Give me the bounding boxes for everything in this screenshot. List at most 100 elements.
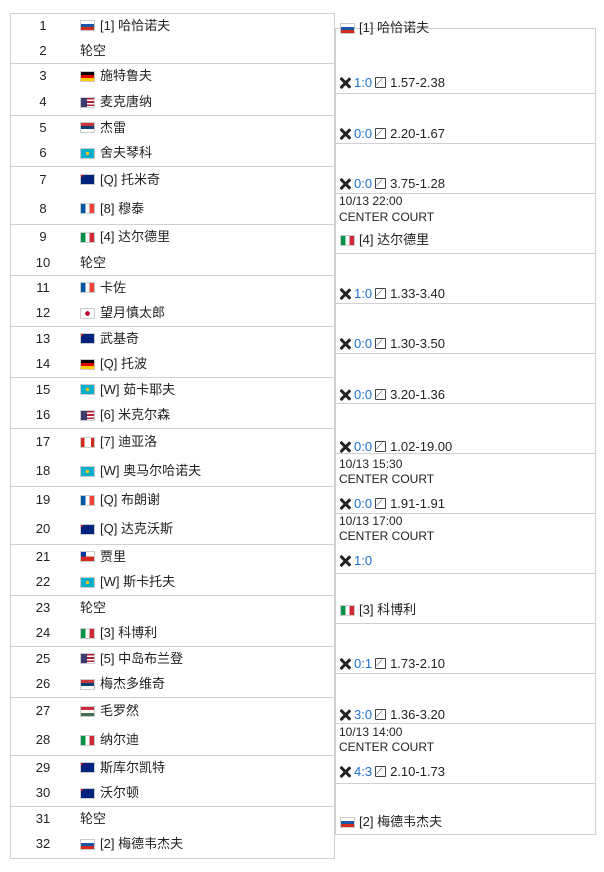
player-name[interactable]: 贾里 <box>100 548 127 564</box>
player-name[interactable]: 轮空 <box>80 599 107 615</box>
winner-name[interactable]: [2] 梅德韦杰夫 <box>359 814 443 829</box>
player-name[interactable]: [1] 哈恰诺夫 <box>100 17 171 33</box>
match-box <box>10 806 335 859</box>
match-box <box>10 595 335 648</box>
player-name[interactable]: 轮空 <box>80 254 107 270</box>
player-name[interactable]: [7] 迪亚洛 <box>100 434 158 449</box>
player-name[interactable]: [2] 梅德韦杰夫 <box>100 836 184 851</box>
flag-icon-can <box>80 436 95 448</box>
player-name[interactable]: 毛罗然 <box>100 703 140 718</box>
match-datetime: 10/13 15:30 <box>339 457 403 471</box>
crossed-rackets-icon[interactable] <box>339 555 351 567</box>
player-name[interactable]: [W] 奥马尔哈诺夫 <box>100 463 202 478</box>
match-odds: 1.33-3.40 <box>390 286 446 301</box>
player-name[interactable]: [W] 斯卡托夫 <box>100 574 176 589</box>
crossed-rackets-icon[interactable] <box>339 389 351 401</box>
player-name[interactable]: 杰雷 <box>100 119 127 135</box>
match-score[interactable]: 1:0 <box>354 286 373 301</box>
next-round-box <box>335 193 596 255</box>
crossed-rackets-icon[interactable] <box>339 658 351 670</box>
winner-name[interactable]: [1] 哈恰诺夫 <box>359 20 430 35</box>
crossed-rackets-icon[interactable] <box>339 128 351 140</box>
next-round-box <box>335 573 596 625</box>
match-score[interactable]: 0:0 <box>354 496 373 511</box>
player-number: 15 <box>35 381 51 397</box>
match-score[interactable]: 0:0 <box>354 387 373 402</box>
player-number: 1 <box>39 17 47 33</box>
crossed-rackets-icon[interactable] <box>339 766 351 778</box>
player-number: 16 <box>35 407 51 422</box>
player-number: 28 <box>35 732 51 747</box>
match-odds: 1.73-2.10 <box>390 656 446 671</box>
player-number: 31 <box>35 810 51 826</box>
player-name[interactable]: 斯库尔凯特 <box>100 759 166 775</box>
player-number: 4 <box>39 94 47 109</box>
odds-chart-icon[interactable] <box>375 438 387 454</box>
odds-chart-icon[interactable] <box>375 386 387 402</box>
match-score-line: 3:01.36-3.20 <box>339 706 445 723</box>
odds-chart-icon[interactable] <box>375 175 387 191</box>
match-score[interactable]: 1:0 <box>354 75 373 90</box>
player-number: 11 <box>36 279 50 295</box>
player-name[interactable]: 轮空 <box>80 810 107 826</box>
match-score[interactable]: 0:0 <box>354 176 373 191</box>
match-score[interactable]: 0:1 <box>354 656 373 671</box>
player-name[interactable]: [Q] 托米奇 <box>100 171 160 187</box>
player-name[interactable]: [W] 茹卡耶夫 <box>100 381 176 397</box>
odds-chart-icon[interactable] <box>375 706 387 722</box>
match-box <box>10 646 335 699</box>
crossed-rackets-icon[interactable] <box>339 178 351 190</box>
player-name[interactable]: [3] 科博利 <box>100 625 158 640</box>
player-name[interactable]: 沃尔顿 <box>100 785 140 800</box>
crossed-rackets-icon[interactable] <box>339 77 351 89</box>
match-score[interactable]: 1:0 <box>354 553 373 568</box>
match-score-line: 0:03.75-1.28 <box>339 175 445 192</box>
match-score[interactable]: 0:0 <box>354 439 373 454</box>
player-name[interactable]: [Q] 托波 <box>100 356 147 371</box>
match-box <box>10 755 335 808</box>
match-box <box>10 428 335 488</box>
match-score[interactable]: 0:0 <box>354 336 373 351</box>
player-number: 19 <box>35 492 51 507</box>
odds-chart-icon[interactable] <box>375 285 387 301</box>
player-name[interactable]: 武基奇 <box>100 330 140 346</box>
flag-icon-ita <box>80 627 95 639</box>
crossed-rackets-icon[interactable] <box>339 288 351 300</box>
player-name[interactable]: 麦克唐纳 <box>100 94 153 109</box>
player-name[interactable]: [Q] 达克沃斯 <box>100 521 173 536</box>
crossed-rackets-icon[interactable] <box>339 709 351 721</box>
player-number: 25 <box>35 650 51 666</box>
winner-name[interactable]: [4] 达尔德里 <box>359 232 430 247</box>
crossed-rackets-icon[interactable] <box>339 441 351 453</box>
player-name[interactable]: 轮空 <box>80 42 107 58</box>
player-number: 30 <box>35 785 51 800</box>
crossed-rackets-icon[interactable] <box>339 338 351 350</box>
player-name[interactable]: [4] 达尔德里 <box>100 229 171 244</box>
player-name[interactable]: 望月慎太郎 <box>100 305 166 320</box>
player-name[interactable]: 舍夫琴科 <box>100 145 153 160</box>
odds-chart-icon[interactable] <box>375 335 387 351</box>
player-name[interactable]: [5] 中岛布兰登 <box>100 650 184 666</box>
player-number: 8 <box>39 200 47 216</box>
odds-chart-icon[interactable] <box>375 74 387 90</box>
player-name[interactable]: 梅杰多维奇 <box>100 676 166 691</box>
odds-chart-icon[interactable] <box>375 655 387 671</box>
match-score[interactable]: 4:3 <box>354 764 373 779</box>
match-score[interactable]: 0:0 <box>354 126 373 141</box>
player-number: 22 <box>35 574 51 589</box>
winner-name[interactable]: [3] 科博利 <box>359 602 417 617</box>
player-name[interactable]: [8] 穆泰 <box>100 200 145 216</box>
flag-icon-ita <box>80 231 95 243</box>
match-score-line: 0:02.20-1.67 <box>339 125 445 142</box>
match-score[interactable]: 3:0 <box>354 707 373 722</box>
odds-chart-icon[interactable] <box>375 763 387 779</box>
player-name[interactable]: 卡佐 <box>100 279 127 295</box>
odds-chart-icon[interactable] <box>375 125 387 141</box>
crossed-rackets-icon[interactable] <box>339 498 351 510</box>
player-name[interactable]: 施特鲁夫 <box>100 68 153 83</box>
player-number: 29 <box>35 759 51 775</box>
player-name[interactable]: 纳尔迪 <box>100 732 140 747</box>
player-name[interactable]: [Q] 布朗谢 <box>100 492 160 507</box>
odds-chart-icon[interactable] <box>375 495 387 511</box>
player-name[interactable]: [6] 米克尔森 <box>100 407 171 422</box>
